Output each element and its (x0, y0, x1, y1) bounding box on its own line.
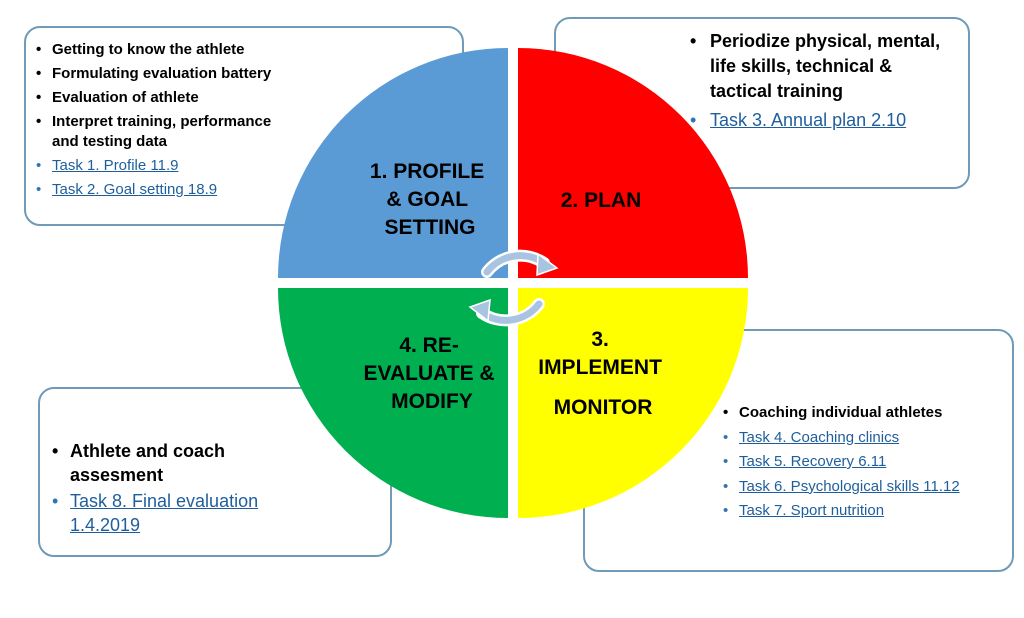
quadrant-plan-label: 2. PLAN (561, 189, 642, 212)
task-3-link[interactable]: Task 3. Annual plan 2.10 (710, 110, 907, 130)
circular-arrows-icon (468, 249, 559, 327)
list-item-line: and testing data (52, 133, 168, 150)
quadrant-profile-label: 1. PROFILE & GOAL SETTING (370, 160, 490, 239)
task-5-link[interactable]: Task 5. Recovery 6.11 (739, 453, 887, 470)
quadrant-implement-label: 3. IMPLEMENT MONITOR (538, 328, 668, 419)
label-line: MONITOR (554, 396, 653, 419)
task-item: Task 2. Goal setting 18.9 (36, 178, 326, 202)
list-item-line: Interpret training, performance (52, 113, 272, 130)
task-item: Task 6. Psychological skills 11.12 (723, 475, 1008, 500)
task-7-link[interactable]: Task 7. Sport nutrition (739, 502, 885, 519)
profile-list: Getting to know the athlete Formulating … (36, 38, 326, 202)
task-item: Task 1. Profile 11.9 (36, 154, 326, 178)
list-item: Formulating evaluation battery (36, 62, 326, 86)
implement-list: Coaching individual athletes Task 4. Coa… (723, 401, 1008, 524)
label-line: MODIFY (391, 390, 473, 413)
task-8-link[interactable]: Task 8. Final evaluation 1.4.2019 (70, 491, 259, 535)
label-line: & GOAL (386, 188, 468, 211)
task-item: Task 5. Recovery 6.11 (723, 450, 1008, 475)
task-6-link[interactable]: Task 6. Psychological skills 11.12 (739, 477, 960, 495)
list-item: Athlete and coach assesment (52, 439, 302, 487)
task-item: Task 7. Sport nutrition (723, 499, 1008, 524)
quadrant-reevaluate (278, 288, 508, 518)
label-line: 3. (591, 328, 609, 351)
quadrant-reevaluate-label: 4. RE- EVALUATE & MODIFY (364, 334, 501, 413)
task-item: Task 3. Annual plan 2.10 (690, 108, 955, 133)
quadrant-plan (518, 48, 748, 278)
task-item: Task 4. Coaching clinics (723, 426, 1008, 451)
quadrant-profile (278, 48, 508, 278)
quadrant-implement (518, 288, 748, 518)
list-item: Getting to know the athlete (36, 38, 326, 62)
task-1-link[interactable]: Task 1. Profile 11.9 (52, 157, 179, 174)
list-item: Coaching individual athletes (723, 401, 1008, 426)
label-line: IMPLEMENT (538, 356, 662, 379)
label-line: EVALUATE & (364, 362, 495, 385)
task-2-link[interactable]: Task 2. Goal setting 18.9 (52, 181, 218, 198)
plan-list: Periodize physical, mental, life skills,… (690, 29, 955, 133)
list-item: Evaluation of athlete (36, 86, 326, 110)
list-item: Periodize physical, mental, life skills,… (690, 29, 955, 104)
task-item: Task 8. Final evaluation 1.4.2019 (52, 489, 302, 537)
label-line: SETTING (384, 216, 475, 239)
label-line: 1. PROFILE (370, 160, 484, 183)
list-item: Interpret training, performance and test… (36, 112, 326, 152)
task-4-link[interactable]: Task 4. Coaching clinics (739, 428, 900, 446)
label-line: 4. RE- (399, 334, 459, 357)
reevaluate-list: Athlete and coach assesment Task 8. Fina… (52, 439, 302, 537)
label-line: 2. PLAN (561, 189, 642, 212)
